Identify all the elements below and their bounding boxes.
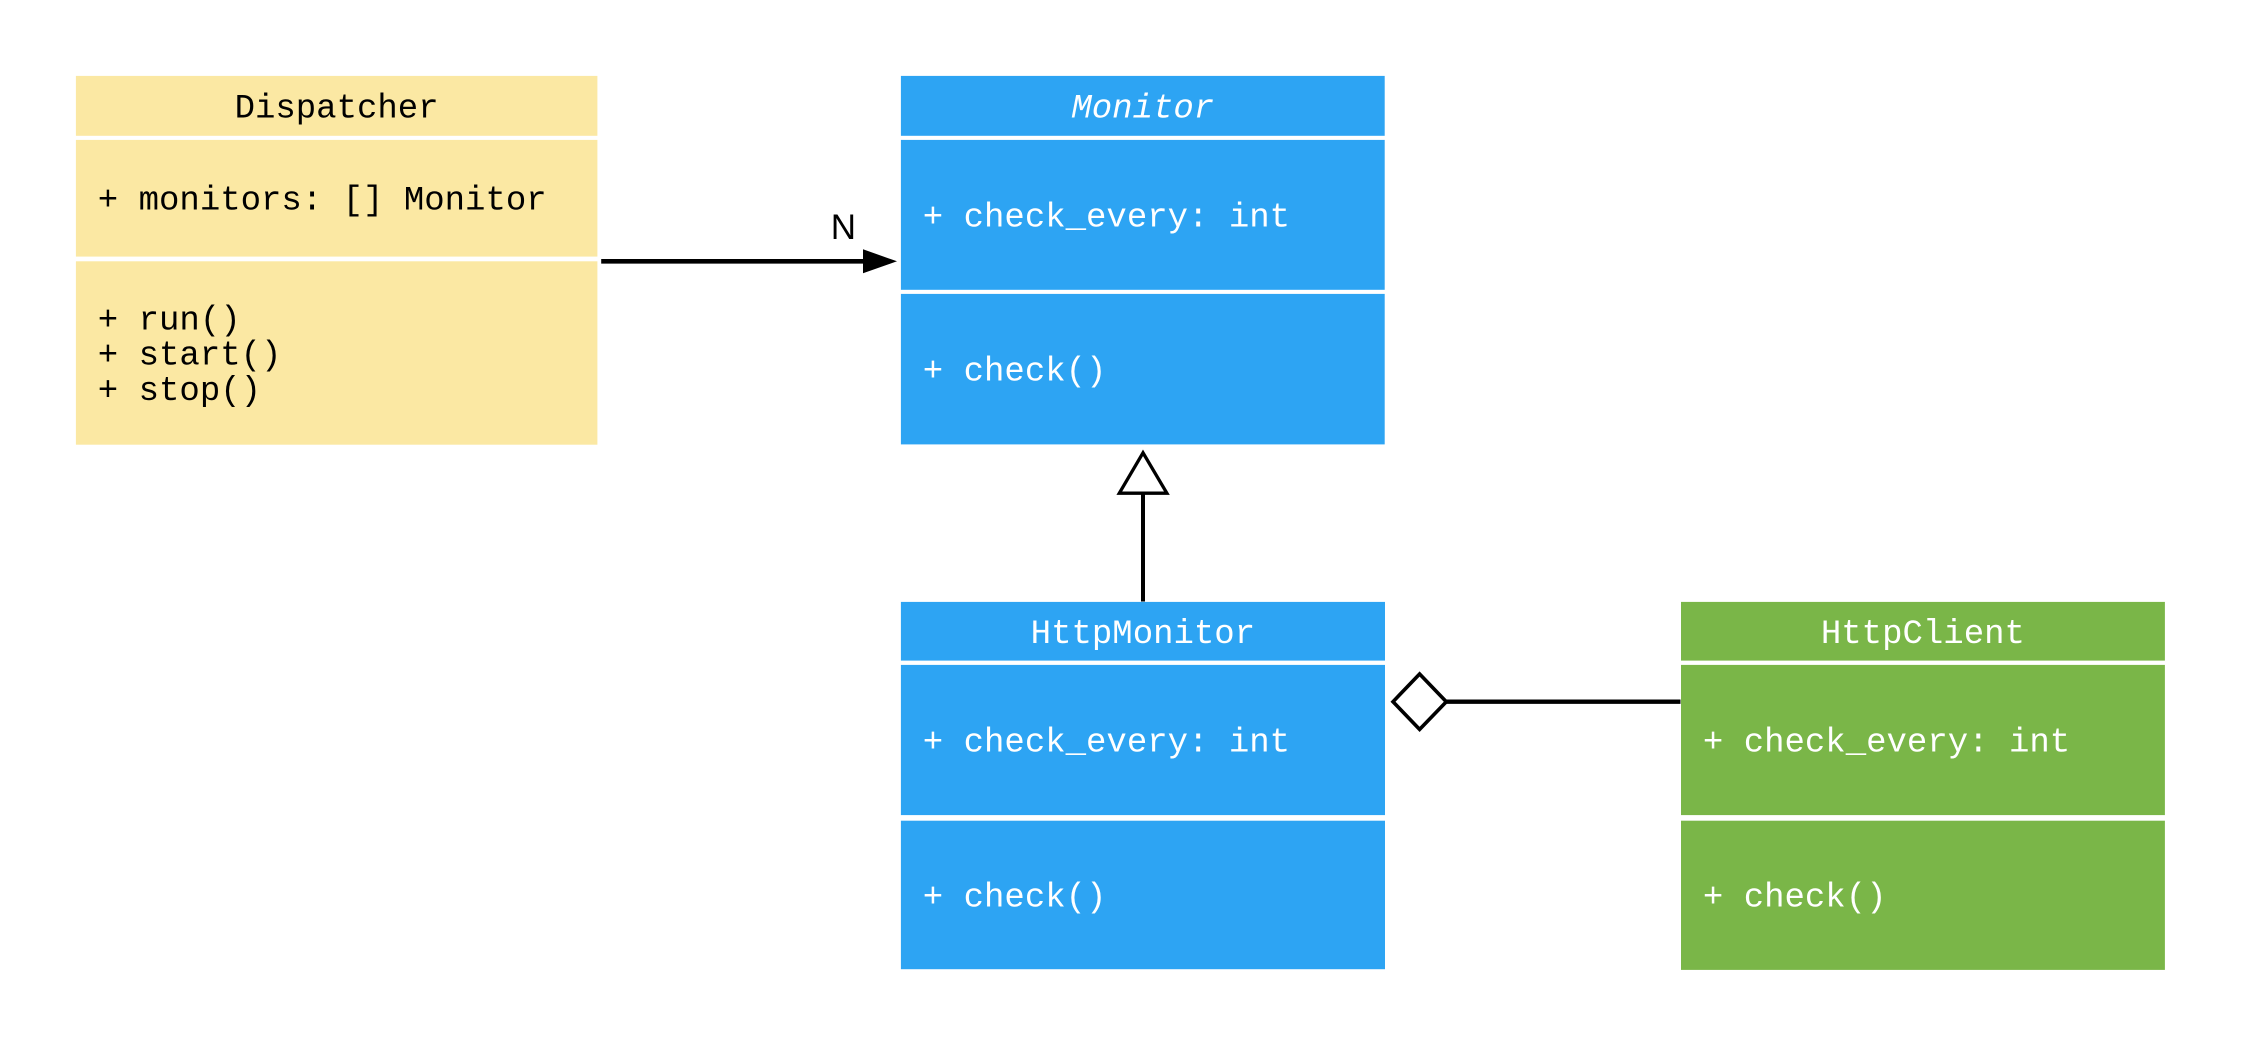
svg-text:+ check_every: int: + check_every: int <box>1703 725 2070 763</box>
svg-text:+ check_every: int: + check_every: int <box>923 199 1290 237</box>
svg-text:HttpMonitor: HttpMonitor <box>1031 616 1255 654</box>
svg-text:+ check(): + check() <box>923 880 1107 918</box>
svg-text:+ run(): + run() <box>98 302 241 340</box>
svg-text:+ check_every: int: + check_every: int <box>923 725 1290 763</box>
svg-text:+ monitors: [] Monitor: + monitors: [] Monitor <box>98 183 547 221</box>
svg-text:+ check(): + check() <box>923 354 1107 392</box>
svg-text:HttpClient: HttpClient <box>1821 616 2025 654</box>
svg-text:+ start(): + start() <box>98 338 282 376</box>
svg-text:Dispatcher: Dispatcher <box>235 90 439 128</box>
svg-text:+ check(): + check() <box>1703 880 1887 918</box>
svg-text:Monitor: Monitor <box>1071 90 1214 128</box>
svg-text:+ stop(): + stop() <box>98 373 261 411</box>
svg-text:N: N <box>831 208 856 247</box>
